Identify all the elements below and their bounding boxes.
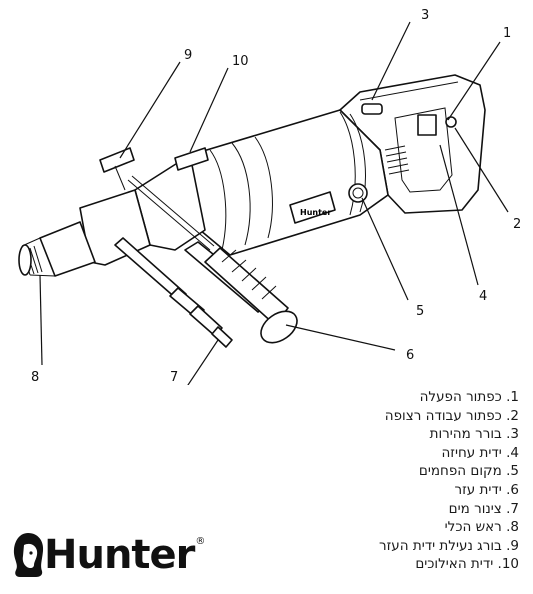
- tool-badge: Hunter: [300, 208, 331, 217]
- legend-item: 1. כפתור הפעלה: [419, 389, 519, 405]
- brand-name: Hunter: [44, 532, 195, 578]
- brand-registered-mark: ®: [195, 536, 206, 547]
- parts-legend: 1. כפתור הפעלה 2. כפתור עבודה רצופה 3. ב…: [289, 388, 519, 574]
- logo-head-icon: [13, 533, 44, 577]
- leader-lines: [39, 21, 509, 385]
- callout-7: 7: [170, 370, 178, 385]
- legend-item: 9. בורג נעילת ידית העזר: [379, 537, 519, 554]
- legend-item: 3. בורר מהירות: [429, 426, 519, 443]
- callout-4: 4: [479, 289, 487, 304]
- callout-3: 3: [421, 8, 429, 23]
- legend-item: 8. ראש הכלי: [444, 519, 519, 536]
- callout-5: 5: [416, 304, 424, 319]
- legend-item: 6. ידית עזר: [454, 481, 519, 498]
- core-drill-diagram: Hunter: [18, 8, 521, 385]
- legend-item: 4. ידית עחיזה: [441, 444, 519, 461]
- brand-logo: Hunter ®: [10, 530, 205, 580]
- legend-item: 5. מקום הפחמים: [418, 463, 519, 480]
- callout-2: 2: [513, 217, 521, 232]
- callout-10: 10: [232, 54, 249, 69]
- callout-8: 8: [31, 370, 39, 385]
- callout-9: 9: [184, 48, 192, 63]
- callout-6: 6: [406, 348, 414, 363]
- legend-item: 7. צינור מים: [448, 500, 519, 517]
- callout-numbers: 1 2 3 4 5 6 7 8 9 10: [31, 8, 521, 385]
- legend-item: 10. ידית האילוכים: [415, 556, 519, 573]
- callout-1: 1: [503, 26, 511, 41]
- legend-item: 2. כפתור עבודה רצופה: [384, 407, 519, 424]
